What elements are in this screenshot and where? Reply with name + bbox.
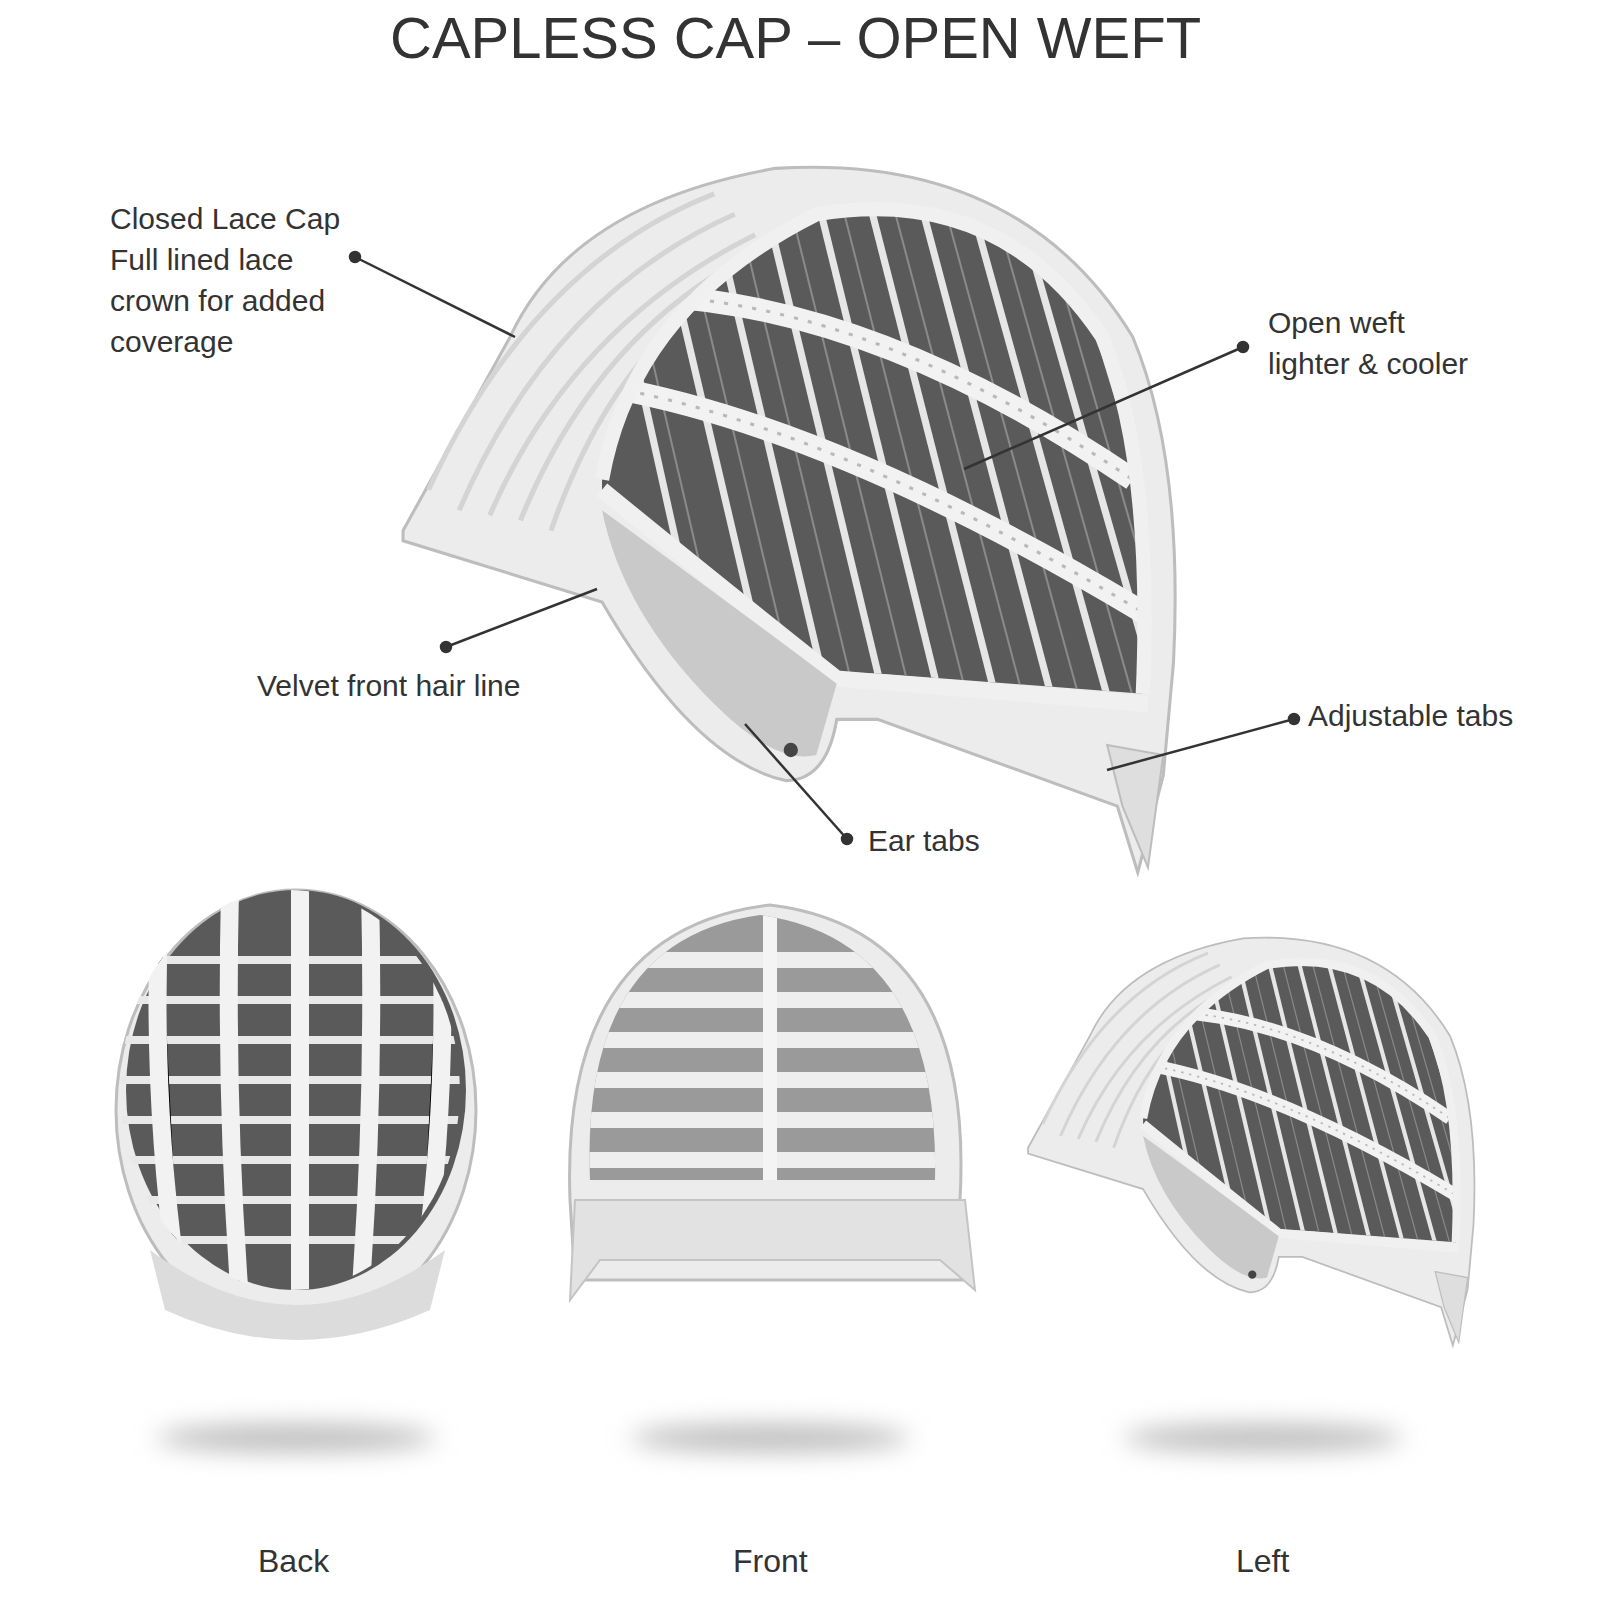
diagram-title: CAPLESS CAP – OPEN WEFT (390, 4, 1201, 72)
callout-label: Closed Lace Cap Full lined lace crown fo… (110, 198, 350, 362)
callout-label: Open weft lighter & cooler (1268, 302, 1486, 384)
view-label: Back (258, 1542, 329, 1580)
callout-label: Velvet front hair line (257, 668, 520, 704)
view-label: Left (1236, 1542, 1289, 1580)
callout-label: Ear tabs (868, 823, 980, 859)
view-label: Front (733, 1542, 808, 1580)
callout-label: Adjustable tabs (1308, 698, 1513, 734)
